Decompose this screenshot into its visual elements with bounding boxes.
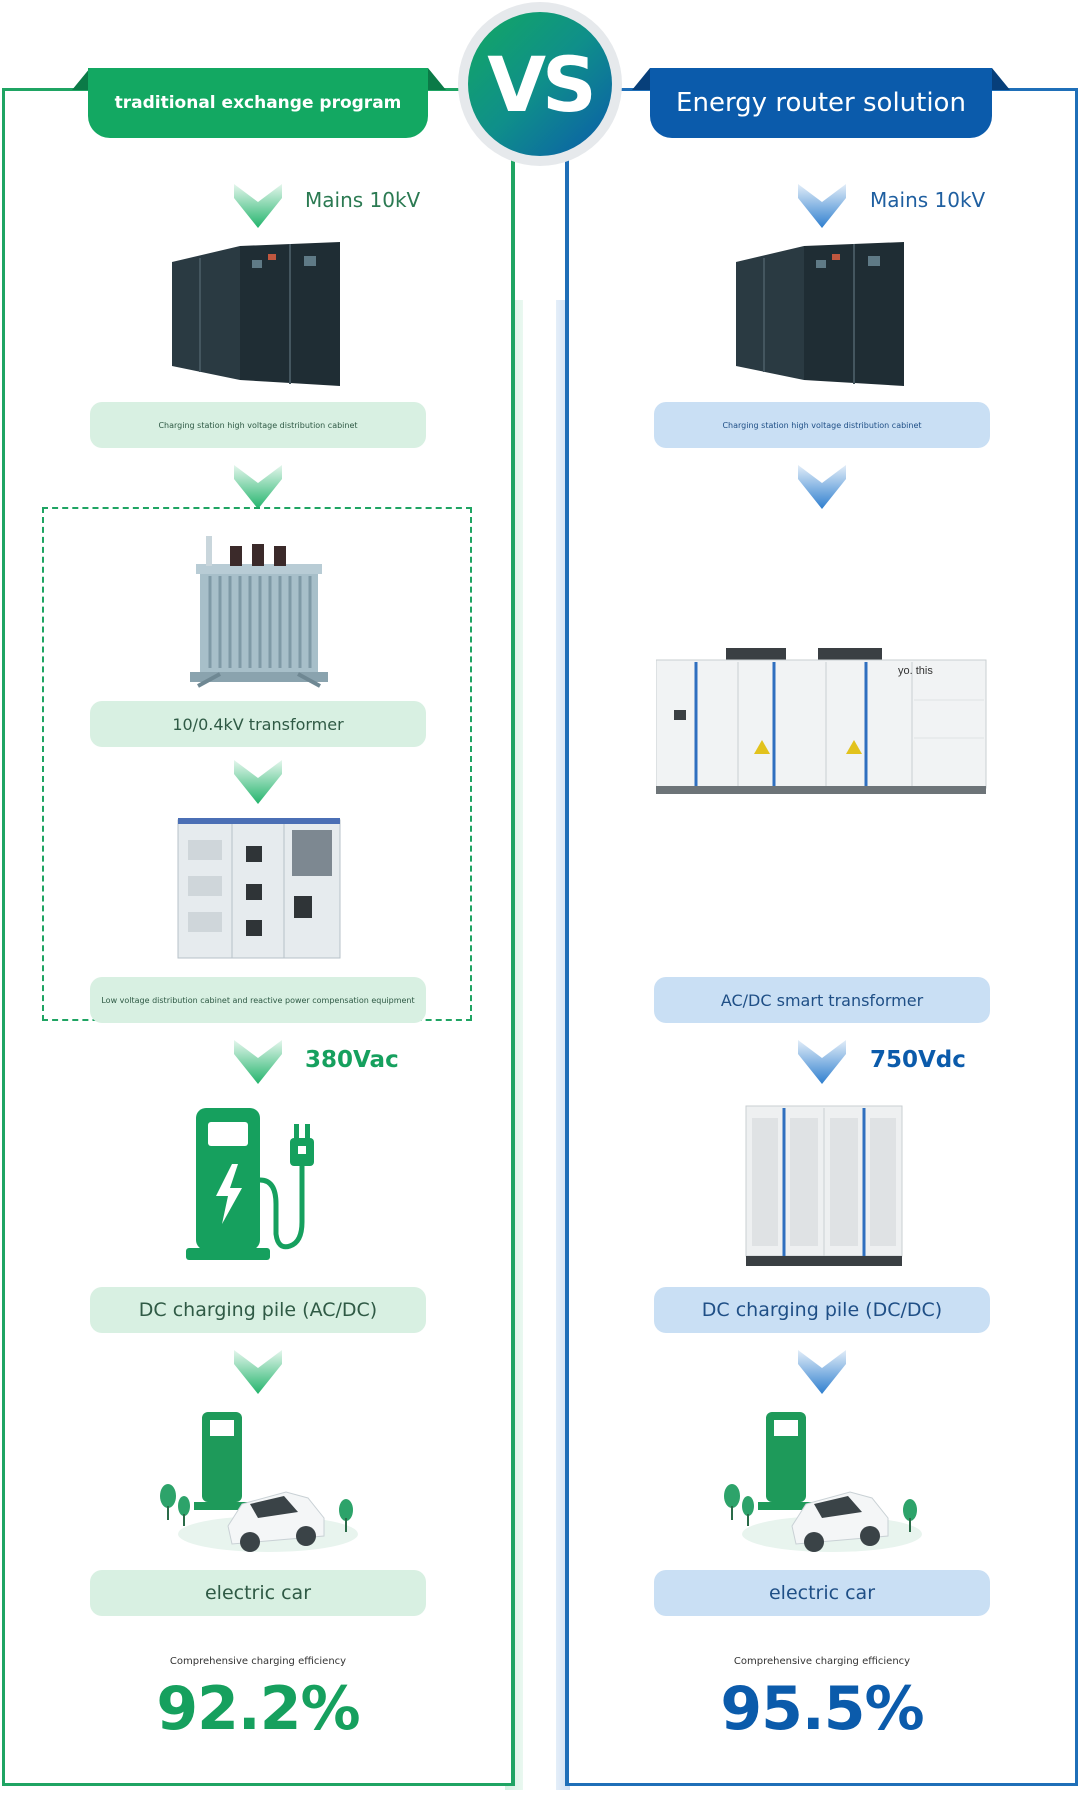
- down-arrow-icon: [234, 184, 282, 228]
- right-tab-fold: [992, 68, 1010, 90]
- hv-cabinet-image: [736, 242, 904, 386]
- left-tab-fold: [72, 68, 90, 90]
- charging-pile-icon: [186, 1108, 314, 1260]
- right-output-voltage: 750Vdc: [870, 1047, 966, 1073]
- left-title-tab: traditional exchange program: [88, 68, 428, 138]
- right-efficiency-label: Comprehensive charging efficiency: [733, 1656, 911, 1667]
- right-efficiency-value: 95.5%: [720, 1674, 924, 1744]
- left-transformer-label: 10/0.4kV transformer: [90, 701, 426, 747]
- left-input-label: Mains 10kV: [305, 188, 421, 212]
- right-title: Energy router solution: [676, 88, 966, 118]
- down-arrow-icon: [234, 1040, 282, 1084]
- vs-text: VS: [487, 39, 597, 129]
- right-tab-fold: [632, 68, 650, 90]
- left-title: traditional exchange program: [114, 93, 402, 113]
- down-arrow-icon: [798, 465, 846, 509]
- down-arrow-icon: [798, 1350, 846, 1394]
- left-lv-cabinet-label: Low voltage distribution cabinet and rea…: [90, 977, 426, 1023]
- down-arrow-icon: [798, 184, 846, 228]
- left-efficiency-label: Comprehensive charging efficiency: [169, 1656, 347, 1667]
- down-arrow-icon: [234, 1350, 282, 1394]
- down-arrow-icon: [798, 1040, 846, 1084]
- left-car-label: electric car: [90, 1570, 426, 1616]
- right-hv-cabinet-label: Charging station high voltage distributi…: [654, 402, 990, 448]
- electric-car-image: [724, 1412, 922, 1552]
- right-title-tab: Energy router solution: [650, 68, 992, 138]
- transformer-image: [190, 536, 328, 688]
- right-input-label: Mains 10kV: [870, 188, 986, 212]
- vs-badge: VS: [468, 12, 612, 156]
- down-arrow-icon: [234, 760, 282, 804]
- electric-car-image: [160, 1412, 358, 1552]
- left-charging-pile-label: DC charging pile (AC/DC): [90, 1287, 426, 1333]
- right-charging-pile-label: DC charging pile (DC/DC): [654, 1287, 990, 1333]
- router-caption: yo. this: [898, 665, 933, 677]
- right-smart-transformer-label: AC/DC smart transformer: [654, 977, 990, 1023]
- left-output-voltage: 380Vac: [305, 1047, 399, 1073]
- lv-cabinet-image: [177, 818, 341, 959]
- right-car-label: electric car: [654, 1570, 990, 1616]
- hv-cabinet-image: [172, 242, 340, 386]
- down-arrow-icon: [234, 465, 282, 509]
- energy-router-image: [656, 648, 987, 794]
- left-hv-cabinet-label: Charging station high voltage distributi…: [90, 402, 426, 448]
- left-efficiency-value: 92.2%: [156, 1674, 360, 1744]
- left-tab-fold: [428, 68, 446, 90]
- dc-charging-cabinet-image: [745, 1105, 903, 1266]
